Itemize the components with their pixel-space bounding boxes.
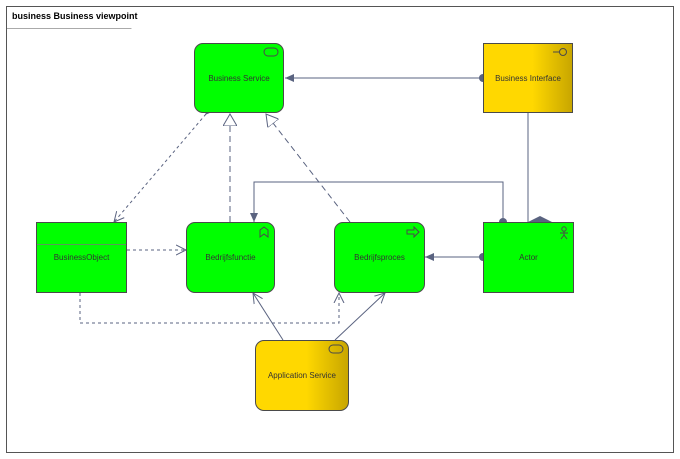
object-header-divider <box>37 244 126 245</box>
node-actor[interactable]: Actor <box>483 222 574 293</box>
node-bedrijfsproces[interactable]: Bedrijfsproces <box>334 222 425 293</box>
application-service-label: Application Service <box>267 371 337 380</box>
business-interface-label: Business Interface <box>495 73 561 83</box>
bedrijfsproces-label: Bedrijfsproces <box>354 253 405 262</box>
edge-actor-to-bedrijfsfunctie <box>250 181 507 226</box>
diagram-frame: business Business viewpoint <box>6 6 674 453</box>
node-application-service[interactable]: Application Service <box>255 340 349 411</box>
business-service-label: Business Service <box>208 73 270 83</box>
interface-icon <box>553 48 567 56</box>
frame-title: business Business viewpoint <box>7 7 164 28</box>
process-icon <box>406 226 420 238</box>
service-icon <box>263 47 279 57</box>
node-business-interface[interactable]: Business Interface <box>483 43 573 113</box>
edge-object-bedrijfsproces <box>80 293 339 324</box>
edge-appservice-to-bedrijfsproces <box>334 293 385 341</box>
actor-icon <box>560 226 568 240</box>
edge-appservice-to-bedrijfsfunctie <box>253 293 284 341</box>
node-business-object[interactable]: BusinessObject <box>36 222 127 293</box>
actor-label: Actor <box>519 253 538 262</box>
edge-service-object <box>114 114 206 222</box>
application-service-icon <box>328 344 344 354</box>
node-business-service[interactable]: Business Service <box>194 43 284 113</box>
function-icon <box>259 226 269 238</box>
bedrijfsfunctie-label: Bedrijfsfunctie <box>205 253 256 262</box>
node-bedrijfsfunctie[interactable]: Bedrijfsfunctie <box>186 222 275 293</box>
edge-bedrijfsproces-realizes-service <box>266 114 351 223</box>
business-object-label: BusinessObject <box>53 253 110 262</box>
